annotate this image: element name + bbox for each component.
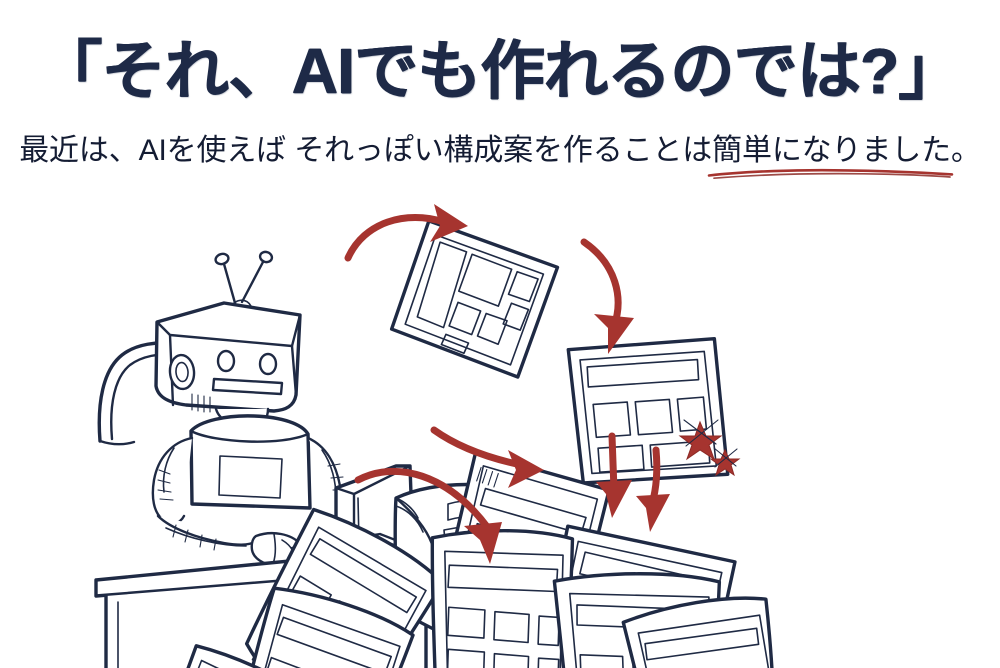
robot-torso xyxy=(191,416,310,508)
robot-antenna-icon xyxy=(214,250,273,308)
subtitle-lead: 最近は、AIを使えば それっぽい構成案を作ることは xyxy=(19,134,712,167)
robot-producing-layouts-sketch xyxy=(96,198,776,668)
robot-head xyxy=(156,303,300,412)
subtitle: 最近は、AIを使えば それっぽい構成案を作ることは簡単になりました 。 xyxy=(19,133,981,168)
flow-arrow xyxy=(584,242,634,354)
wireframe-page xyxy=(562,327,735,497)
subtitle-emphasis-group: 簡単になりました xyxy=(712,133,951,168)
red-underline-icon xyxy=(706,165,956,181)
wireframe-page xyxy=(388,218,561,379)
subtitle-tail: 。 xyxy=(951,134,981,167)
subtitle-row: 最近は、AIを使えば それっぽい構成案を作ることは簡単になりました 。 xyxy=(0,133,1000,168)
hero-illustration xyxy=(96,198,776,668)
subtitle-emphasis: 簡単になりました xyxy=(712,134,951,167)
page-title: 「それ、AIでも作れるのでは?」 xyxy=(0,38,1000,105)
